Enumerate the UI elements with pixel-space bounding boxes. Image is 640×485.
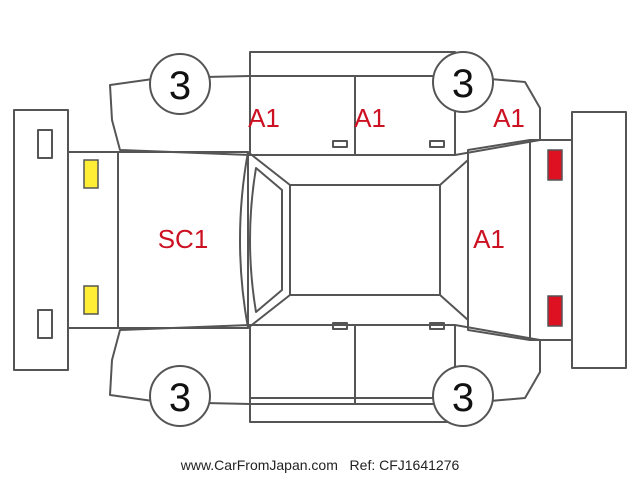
rear-light-bottom <box>547 295 563 327</box>
rear-bumper <box>571 111 627 369</box>
front-bumper <box>13 109 69 371</box>
mark-left-rear-door: A1 <box>354 103 386 133</box>
front-fascia <box>67 151 119 329</box>
wheel-front-right: 3 <box>149 365 211 427</box>
mark-hood: SC1 <box>158 224 209 254</box>
left-front-door-handle <box>332 140 348 148</box>
wheel-front-left-label: 3 <box>169 64 191 108</box>
rear-glass-panel <box>439 159 469 321</box>
car-outline <box>13 51 627 423</box>
left-rear-door-handle <box>429 140 445 148</box>
front-bumper-slot-bottom <box>37 309 53 339</box>
wheel-front-right-label: 3 <box>169 376 191 420</box>
wheel-rear-left-label: 3 <box>452 62 474 106</box>
mark-left-rear-quarter: A1 <box>493 103 525 133</box>
footer-ref: Ref: CFJ1641276 <box>349 457 460 473</box>
wheel-rear-left: 3 <box>432 51 494 113</box>
right-rear-door-handle <box>429 322 445 330</box>
footer-site: www.CarFromJapan.com <box>180 457 338 473</box>
right-front-door-handle <box>332 322 348 330</box>
front-light-top <box>83 159 99 189</box>
roof-rail-top <box>249 51 456 77</box>
right-side-body <box>109 324 541 405</box>
roof-rail-bottom <box>249 397 456 423</box>
wheel-rear-right-label: 3 <box>452 376 474 420</box>
front-light-bottom <box>83 285 99 315</box>
footer-caption: www.CarFromJapan.com Ref: CFJ1641276 <box>0 457 640 473</box>
windshield-inner <box>249 167 283 313</box>
wheel-rear-right: 3 <box>432 365 494 427</box>
rear-light-top <box>547 149 563 181</box>
windshield <box>239 151 291 329</box>
wheel-front-left: 3 <box>149 53 211 115</box>
mark-left-front-door: A1 <box>248 103 280 133</box>
rear-fascia <box>529 139 573 341</box>
front-bumper-slot-top <box>37 129 53 159</box>
mark-rear-glass: A1 <box>473 224 505 254</box>
left-side-body <box>109 75 541 156</box>
roof-panel <box>289 184 441 296</box>
